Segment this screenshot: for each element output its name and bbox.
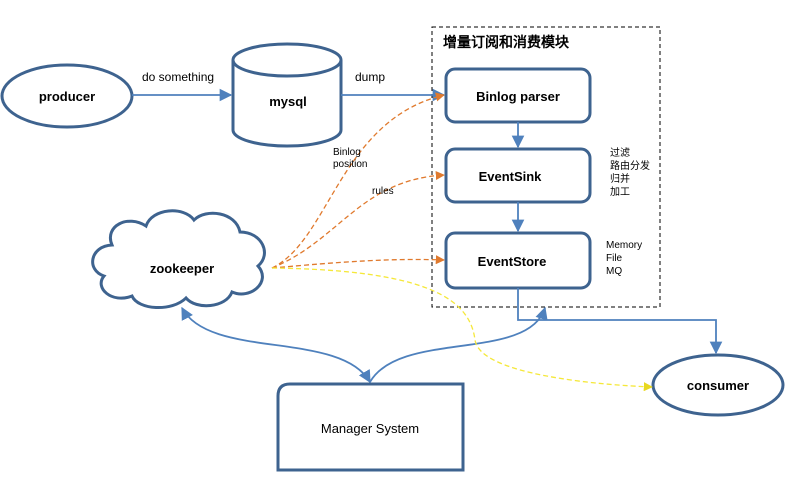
dashed-arrow-zk-to-consumer (271, 267, 653, 392)
arrow-store-to-consumer (517, 288, 723, 355)
dashed-arrow-zk-to-store (271, 255, 445, 269)
module-title: 增量订阅和消费模块 (443, 34, 570, 50)
module-boundary (431, 26, 661, 308)
sink-note-2: 路由分发 (610, 159, 650, 172)
zookeeper-label: zookeeper (150, 261, 214, 276)
mysql-label: mysql (269, 94, 307, 109)
event-sink-label: EventSink (479, 169, 543, 184)
edge-label-rules: rules (372, 186, 394, 197)
sink-note-4: 加工 (610, 186, 630, 198)
consumer-node (651, 353, 785, 417)
manager-system-label: Manager System (321, 421, 419, 436)
edge-label-do-something: do something (142, 70, 214, 84)
arrow-manager-zookeeper (181, 306, 371, 384)
producer-label: producer (39, 89, 95, 104)
dashed-arrow-zk-to-sink (271, 170, 445, 269)
mysql-node (231, 42, 343, 148)
store-note-3: MQ (606, 266, 622, 277)
manager-system-node (276, 382, 465, 472)
zookeeper-cloud-node (91, 209, 266, 310)
consumer-label: consumer (687, 378, 749, 393)
edge-label-binlog: Binlog (333, 147, 361, 158)
event-store-label: EventStore (478, 254, 547, 269)
binlog-parser-label: Binlog parser (476, 89, 560, 104)
sink-note-3: 归并 (610, 172, 630, 185)
sink-note-1: 过滤 (610, 146, 630, 159)
store-note-1: Memory (606, 240, 642, 251)
store-note-2: File (606, 253, 623, 264)
producer-node (0, 63, 134, 129)
arrow-manager-eventstore (369, 306, 548, 383)
dashed-arrow-zk-to-parser (271, 92, 445, 269)
edge-label-dump: dump (355, 70, 385, 84)
edge-label-position: position (333, 159, 367, 170)
